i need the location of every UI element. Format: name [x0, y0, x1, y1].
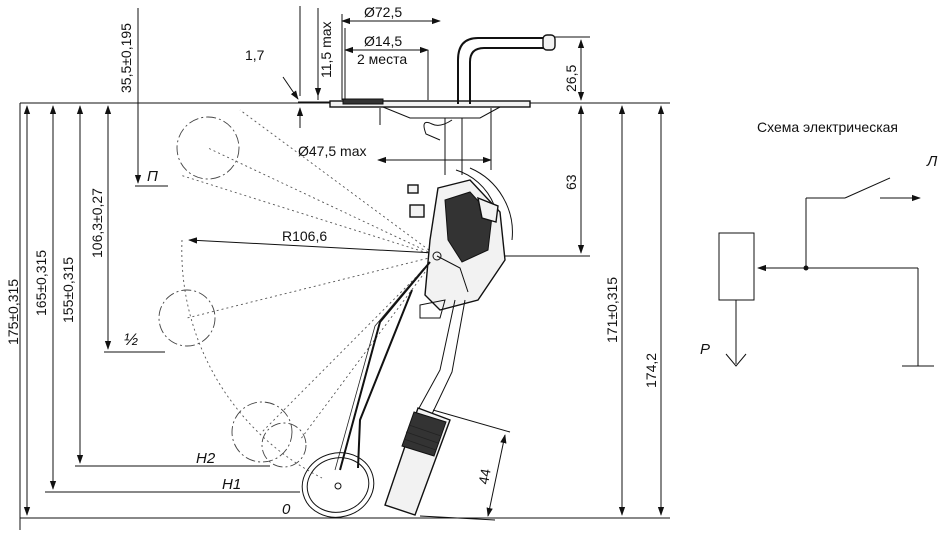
suction-tube	[384, 299, 511, 521]
extension-lines	[19, 36, 670, 530]
dim-26-5: 26,5	[563, 65, 579, 92]
dim-35-5: 35,5±0,195	[118, 23, 134, 93]
outlet-pipe	[457, 34, 556, 104]
position-label-h2: H2	[196, 450, 216, 467]
schematic-label-p: Р	[700, 341, 710, 358]
dim-radius: R106,6	[282, 228, 327, 244]
dim-175: 175±0,315	[5, 279, 21, 345]
dim-diameter-72-5: Ø72,5	[364, 4, 402, 20]
dim-106-3: 106,3±0,27	[89, 188, 105, 258]
dim-63: 63	[563, 174, 579, 190]
dim-171: 171±0,315	[604, 277, 620, 343]
schematic-label-l: Л	[926, 153, 938, 170]
radius-line	[188, 237, 436, 254]
dim-165: 165±0,315	[33, 250, 49, 316]
position-label-h1: H1	[222, 476, 241, 493]
sensor-body	[407, 118, 513, 319]
dim-two-places: 2 места	[357, 51, 407, 67]
dim-44: 44	[475, 467, 493, 485]
dim-174-2: 174,2	[643, 353, 659, 388]
electrical-schematic	[718, 177, 934, 367]
float-lever	[334, 261, 431, 471]
position-label-zero: 0	[282, 501, 291, 518]
dim-diameter-47-5-max: Ø47,5 max	[298, 143, 366, 159]
float	[301, 452, 375, 518]
dim-diameter-14-5: Ø14,5	[364, 33, 402, 49]
right-dimension-lines	[600, 105, 670, 519]
flange	[298, 98, 531, 119]
schematic-title: Схема электрическая	[757, 119, 898, 135]
top-dimension-lines	[282, 6, 585, 254]
position-label-p: П	[147, 168, 158, 185]
dim-11-5-max: 11,5 max	[318, 21, 334, 78]
dim-1-7: 1,7	[245, 47, 265, 63]
position-label-half: ½	[124, 330, 138, 349]
dim-155: 155±0,315	[60, 257, 76, 323]
float-sweep	[158, 109, 438, 479]
left-dimension-lines	[23, 8, 142, 516]
